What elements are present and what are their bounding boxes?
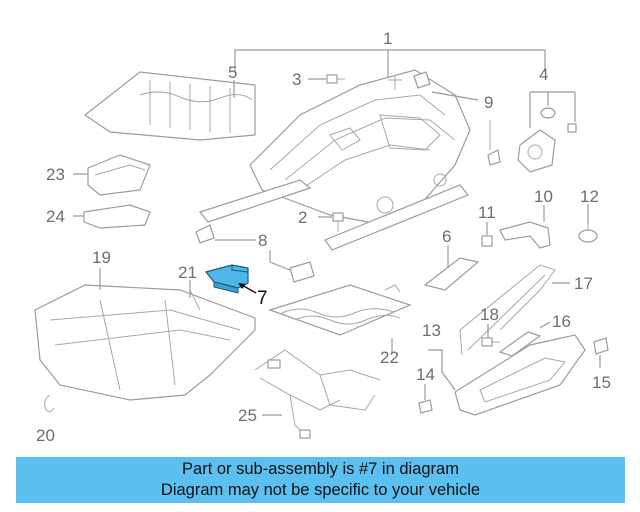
callout-18[interactable]: 18: [480, 305, 499, 324]
callout-1[interactable]: 1: [383, 29, 392, 48]
callout-23[interactable]: 23: [46, 165, 65, 184]
part-6-cover[interactable]: [423, 257, 480, 291]
callout-17[interactable]: 17: [574, 274, 593, 293]
callout-6[interactable]: 6: [442, 227, 451, 246]
callout-4[interactable]: 4: [539, 65, 548, 84]
callout-14[interactable]: 14: [416, 365, 435, 384]
part-13-side-shield[interactable]: [454, 334, 586, 416]
callout-24[interactable]: 24: [46, 207, 65, 226]
callout-20[interactable]: 20: [36, 426, 55, 445]
info-banner: Part or sub-assembly is #7 in diagram Di…: [16, 457, 625, 503]
part-12-screw[interactable]: [578, 222, 598, 243]
banner-line-2: Diagram may not be specific to your vehi…: [160, 481, 481, 499]
part-11-nut[interactable]: [481, 235, 493, 247]
parts-diagram: 1 2 3 4 5 6 7: [34, 29, 611, 445]
part-17-frame-wire[interactable]: [459, 264, 556, 356]
callout-22[interactable]: 22: [380, 348, 399, 367]
part-22-mat[interactable]: [268, 284, 412, 336]
part-9-clip[interactable]: [413, 71, 501, 166]
callout-2[interactable]: 2: [298, 208, 307, 227]
part-16-switch[interactable]: [498, 331, 542, 357]
callout-9[interactable]: 9: [484, 93, 493, 112]
callout-11[interactable]: 11: [478, 203, 496, 222]
callout-15[interactable]: 15: [592, 373, 611, 392]
callout-16[interactable]: 16: [552, 312, 571, 331]
callout-25[interactable]: 25: [238, 406, 257, 425]
callout-19[interactable]: 19: [92, 248, 111, 267]
part-20-clip[interactable]: [44, 394, 55, 413]
callout-12[interactable]: 12: [580, 187, 599, 206]
part-24-module-bracket[interactable]: [83, 204, 151, 229]
part-23-module[interactable]: [87, 154, 151, 196]
part-15-clip[interactable]: [593, 337, 609, 355]
part-21-seat-pad[interactable]: [189, 289, 201, 311]
part-5-seat-spring[interactable]: [83, 71, 256, 141]
callout-3[interactable]: 3: [292, 70, 301, 89]
part-14-clip[interactable]: [418, 399, 433, 414]
part-7-highlighted[interactable]: [204, 264, 249, 294]
callout-8[interactable]: 8: [258, 231, 267, 250]
callout-10[interactable]: 10: [534, 187, 553, 206]
part-10-bracket[interactable]: [499, 221, 551, 249]
callout-5[interactable]: 5: [228, 63, 237, 82]
part-4-knob-assembly[interactable]: [517, 107, 577, 173]
banner-line-1: Part or sub-assembly is #7 in diagram: [182, 460, 459, 478]
part-8-clips[interactable]: [195, 224, 315, 283]
part-18-screw[interactable]: [481, 337, 500, 347]
part-1-seat-frame[interactable]: [198, 69, 471, 251]
callout-7[interactable]: 7: [257, 288, 268, 309]
callout-21[interactable]: 21: [178, 263, 197, 282]
part-3-bolt[interactable]: [326, 74, 345, 84]
part-25-wiring-harness[interactable]: [254, 349, 381, 439]
callout-13[interactable]: 13: [422, 321, 441, 340]
part-2-bolt[interactable]: [332, 212, 344, 232]
part-19-seat-cushion[interactable]: [34, 284, 256, 401]
